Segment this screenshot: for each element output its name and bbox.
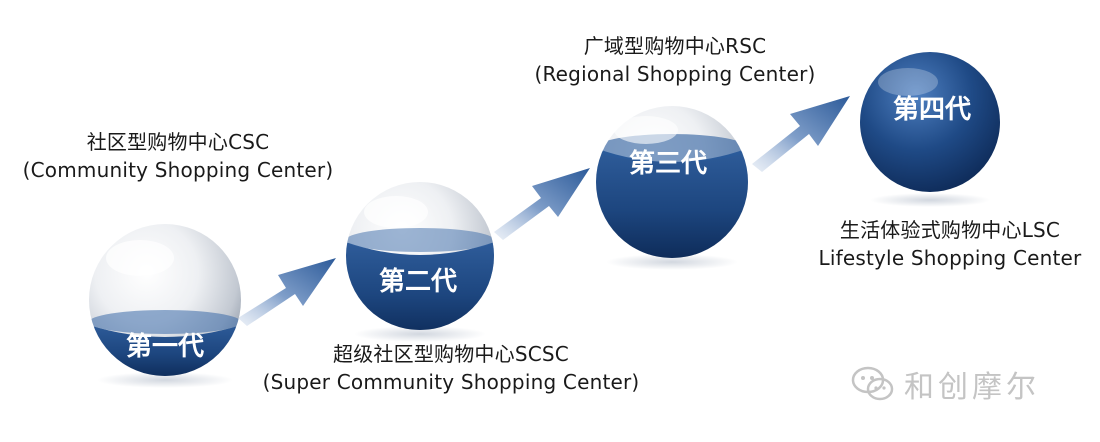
- sphere-stage-1: 第一代: [89, 224, 241, 388]
- arrow-2-icon: [494, 168, 590, 240]
- caption-stage-3-en: (Regional Shopping Center): [534, 62, 816, 86]
- badge-stage-2: 第二代: [379, 266, 457, 297]
- caption-stage-1-en: (Community Shopping Center): [22, 158, 334, 182]
- arrow-1-icon: [238, 258, 336, 326]
- wechat-icon: [851, 366, 894, 401]
- arrow-3-icon: [752, 96, 850, 172]
- caption-stage-3: 广域型购物中心RSC (Regional Shopping Center): [505, 32, 845, 88]
- badge-stage-3: 第三代: [629, 148, 707, 179]
- sphere-stage-4: 第四代: [860, 52, 1000, 207]
- watermark-text: 和创摩尔: [904, 370, 1040, 405]
- caption-stage-3-cn: 广域型购物中心RSC: [583, 34, 767, 58]
- caption-stage-1: 社区型购物中心CSC (Community Shopping Center): [4, 128, 352, 184]
- caption-stage-2-en: (Super Community Shopping Center): [262, 370, 640, 394]
- caption-stage-4-en: Lifestyle Shopping Center: [818, 246, 1082, 270]
- caption-stage-4: 生活体验式购物中心LSC Lifestyle Shopping Center: [800, 216, 1100, 272]
- watermark: 和创摩尔: [850, 360, 1090, 408]
- sphere-stage-3: 第三代: [596, 106, 748, 270]
- badge-stage-1: 第一代: [126, 331, 204, 362]
- caption-stage-2-cn: 超级社区型购物中心SCSC: [333, 342, 569, 366]
- caption-stage-4-cn: 生活体验式购物中心LSC: [839, 218, 1061, 242]
- sphere-stage-2: 第二代: [346, 182, 494, 342]
- caption-stage-2: 超级社区型购物中心SCSC (Super Community Shopping …: [236, 340, 666, 396]
- badge-stage-4: 第四代: [893, 94, 971, 125]
- caption-stage-1-cn: 社区型购物中心CSC: [86, 130, 270, 154]
